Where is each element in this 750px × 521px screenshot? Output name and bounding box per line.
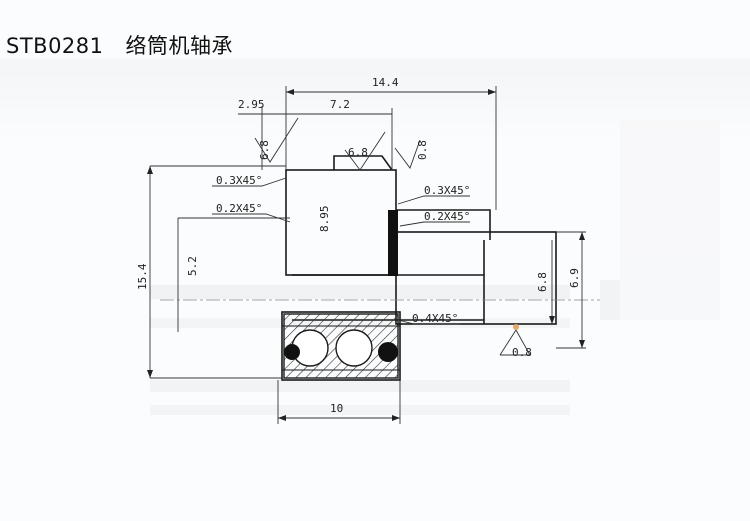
dim-overall-width: 14.4 (372, 76, 399, 89)
chamfer-upper-right-2: 0.2X45° (424, 210, 470, 223)
ball-right (378, 342, 398, 362)
chamfer-upper-left-1: 0.3X45° (216, 174, 262, 187)
roughness-bottom: 0.8 (512, 346, 532, 359)
bearing-section (282, 313, 400, 379)
part-name: 络筒机轴承 (125, 34, 234, 58)
scan-bleed-through (150, 120, 720, 415)
chamfer-lower-right: 0.4X45° (412, 312, 458, 325)
part-code: STB0281 (6, 34, 104, 58)
dim-left-step: 2.95 (238, 98, 265, 111)
roughness-middle: 6.8 (348, 146, 368, 159)
chamfer-upper-left-2: 0.2X45° (216, 202, 262, 215)
dimension-lines (149, 86, 586, 424)
dim-right-diameter: 6.9 (568, 268, 581, 288)
chamfer-upper-right-1: 0.3X45° (424, 184, 470, 197)
ball-center (335, 329, 373, 367)
dim-mid-step: 7.2 (330, 98, 350, 111)
dim-bottom-width: 10 (330, 402, 343, 415)
shoulder-edge (388, 210, 398, 276)
roughness-mark-dot (513, 324, 519, 330)
dim-cone-height: 8.95 (318, 206, 331, 233)
roughness-left: 6.8 (258, 140, 271, 160)
dim-inner-diameter: 5.2 (186, 256, 199, 276)
dim-outer-diameter: 15.4 (136, 263, 149, 290)
roughness-right: 0.8 (416, 140, 429, 160)
ball-edge (284, 344, 300, 360)
dim-shaft-diameter: 6.8 (536, 272, 549, 292)
drawing-title: STB0281 络筒机轴承 (6, 30, 233, 60)
arrow-heads (147, 89, 585, 421)
